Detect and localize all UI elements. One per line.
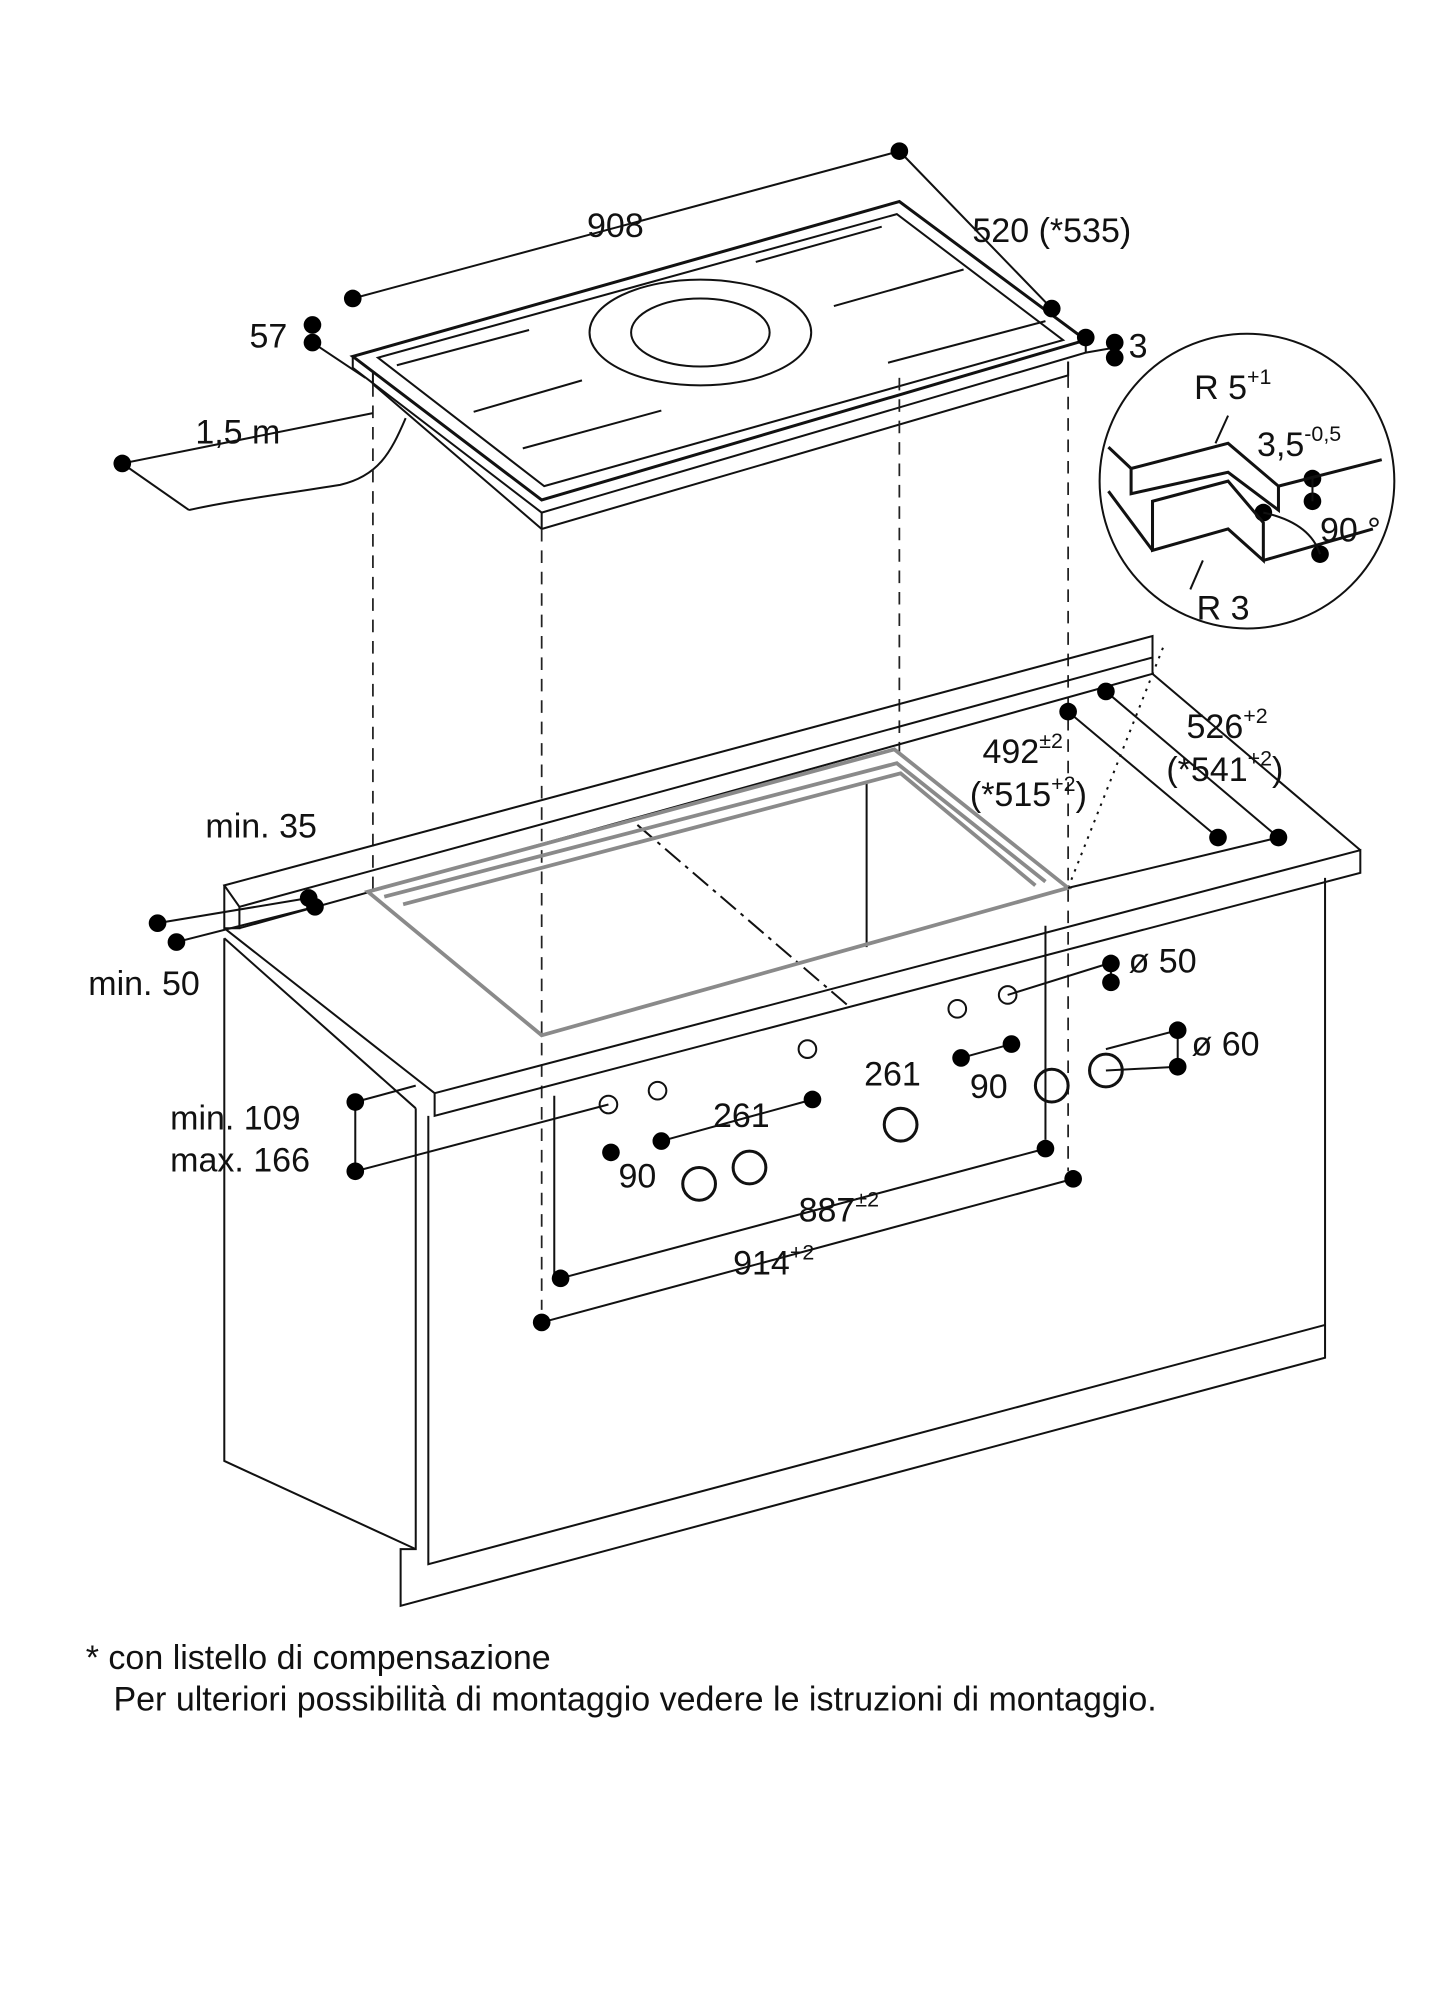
dimension-endpoint-dot [890,142,909,160]
dimension-endpoint-dot [1097,682,1115,701]
edge-detail [1098,332,1396,630]
dimension-endpoint-dot [1042,299,1061,318]
dimension-endpoint-dot [303,333,322,352]
projection-lines [372,375,1167,1310]
cutout-width-outer-label: 914+2 [733,1240,814,1282]
dimension-endpoint-dot [532,1313,551,1332]
dimension-endpoint-dot [952,1049,970,1067]
radius-top-label: R 5+1 [1194,365,1271,407]
dimension-endpoint-dot [343,289,362,308]
cutout [363,747,1073,1038]
knob-hole [947,998,968,1019]
dimension-endpoint-dot [1105,333,1124,352]
min-front-label: min. 50 [88,965,200,1003]
knob-edge-right-label: 90 [970,1068,1008,1106]
dimension-endpoint-dot [1064,1170,1082,1188]
dimension-endpoint-dot [346,1093,365,1111]
dimension-endpoint-dot [1102,954,1120,973]
knob-edge-left-label: 90 [619,1158,657,1196]
knob-hole [647,1080,668,1101]
min-back-label: min. 35 [205,808,317,846]
counter-cabinet [222,634,1362,1608]
dimension-endpoint-dot [602,1143,620,1162]
cutout-depth-inner-label: 492±2 [982,729,1062,771]
hole-diameter-label: ø 50 [1129,942,1197,980]
knob-hole [797,1039,818,1059]
dimension-endpoint-dot [1209,828,1227,847]
knob-height-min-label: min. 109 [170,1100,300,1138]
dimension-endpoint-dot [1269,828,1288,847]
knob [731,1149,768,1186]
dimension-endpoint-dot [167,933,186,951]
cutout-depth-outer-alt-label: (*541+2) [1166,747,1283,789]
dimension-endpoint-dot [1002,1035,1021,1053]
hob-width-label: 908 [587,207,644,245]
knob-hole [997,985,1018,1005]
dimension-endpoint-dot [113,454,132,473]
hob-depth-label: 520 (*535) [972,212,1131,250]
dimension-endpoint-dot [303,316,322,334]
wok-burner-inner [630,297,771,368]
knob [882,1106,919,1143]
radius-bottom-label: R 3 [1197,590,1250,628]
hob-height-label: 57 [249,318,287,356]
cooktop [188,199,1090,531]
dimension-endpoint-dot [346,1162,365,1181]
glass-thickness-label: 3 [1129,328,1148,366]
dimension-endpoint-dot [306,897,324,916]
dimension-endpoint-dot [803,1090,822,1109]
dimension-endpoint-dot [1036,1139,1055,1158]
dimension-endpoint-dot [148,914,167,932]
knob-spacing-right-label: 261 [864,1056,921,1094]
induction-zone-lines [396,225,1046,450]
knobs [598,985,1124,1202]
wok-burner-outer [588,278,813,387]
knob-hole [598,1094,619,1115]
dimension-endpoint-dot [1102,973,1120,992]
knob-spacing-left-label: 261 [713,1097,770,1135]
labels: 908 520 (*535) 57 3 1,5 m R 5+1 3,5-0,5 … [86,207,1381,1719]
step-label: 3,5-0,5 [1257,422,1341,464]
dimension-endpoint-dot [1059,702,1077,721]
cutout-width-inner-label: 887±2 [799,1188,879,1230]
angle-label: 90 ° [1320,512,1381,550]
power-cable [188,417,407,512]
cable-length-label: 1,5 m [195,413,280,451]
dimension-endpoint-dot [551,1269,570,1288]
dimension-endpoint-dot [1168,1021,1187,1040]
knob [681,1165,717,1202]
dimension-endpoint-dot [1168,1057,1187,1076]
cutout-depth-inner-alt-label: (*515+2) [970,772,1087,814]
dimension-endpoint-dot [652,1132,671,1150]
knob-height-max-label: max. 166 [170,1141,310,1179]
dimension-endpoint-dot [1076,328,1095,347]
dimension-endpoint-dot [1105,348,1124,367]
knob-diameter-label: ø 60 [1192,1025,1260,1063]
footnote-compensation: * con listello di compensazione [86,1639,551,1677]
knob [1033,1067,1070,1104]
cutout-depth-outer-label: 526+2 [1187,704,1268,746]
footnote-installation: Per ulteriori possibilità di montaggio v… [113,1680,1156,1718]
